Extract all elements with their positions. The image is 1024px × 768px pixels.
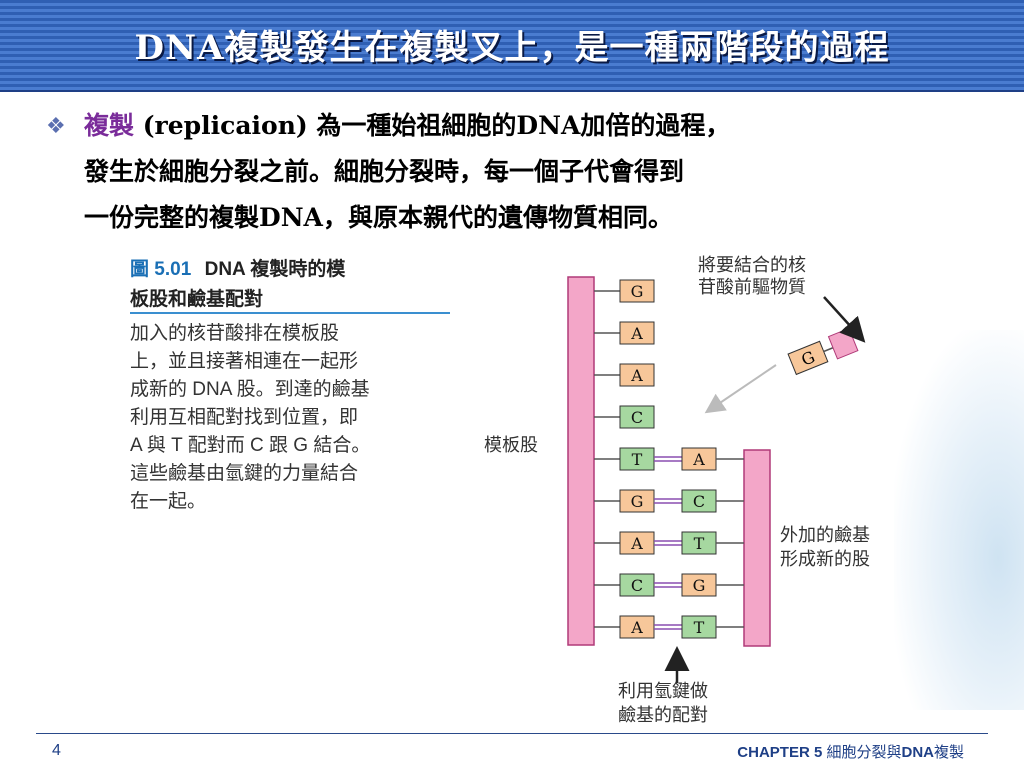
- figure-caption: 加入的核苷酸排在模板股 上，並且接著相連在一起形 成新的 DNA 股。到達的鹼基…: [130, 320, 460, 516]
- chapter-footer: CHAPTER 5 細胞分裂與DNA複製: [737, 744, 964, 761]
- incoming-direction-arrow: [704, 364, 777, 414]
- caption-line: 利用互相配對找到位置，即: [130, 407, 359, 428]
- bullet-line-2: 發生於細胞分裂之前。細胞分裂時，每一個子代會得到: [84, 157, 685, 186]
- caption-line: 在一起。: [130, 491, 207, 512]
- template-base-box: [619, 447, 655, 471]
- term-replication: 複製: [84, 111, 135, 140]
- slide-title: DNA複製發生在複製叉上，是一種兩階段的過程: [134, 28, 890, 68]
- template-strand: [567, 276, 595, 646]
- label-pointer-arrow: [823, 296, 866, 343]
- page-number: 4: [52, 742, 61, 759]
- template-base-box: [619, 615, 655, 639]
- template-base-box: [619, 573, 655, 597]
- template-base-letter: A: [630, 366, 643, 385]
- new-base-letter: T: [694, 534, 705, 553]
- template-base-box: [619, 363, 655, 387]
- new-base-letter: G: [693, 576, 706, 595]
- new-base-letter: C: [693, 492, 705, 511]
- template-base-letter: C: [631, 576, 643, 595]
- title-bar: DNA複製發生在複製叉上，是一種兩階段的過程: [0, 0, 1024, 92]
- caption-line: 加入的核苷酸排在模板股: [130, 323, 340, 344]
- template-base-letter: A: [630, 534, 643, 553]
- label-hbond-line1: 利用氫鍵做: [618, 681, 708, 701]
- figure-number: 圖 5.01: [130, 259, 192, 280]
- template-base-letter: A: [630, 618, 643, 637]
- new-strand: [743, 449, 771, 647]
- figure-rule: [130, 312, 450, 314]
- template-base-letter: C: [631, 408, 643, 427]
- caption-line: 上，並且接著相連在一起形: [130, 351, 359, 372]
- label-template-strand: 模板股: [484, 435, 538, 455]
- template-base-letter: A: [630, 324, 643, 343]
- label-hbond-line2: 鹼基的配對: [618, 705, 708, 725]
- new-base-letter: T: [694, 618, 705, 637]
- caption-line: A 與 T 配對而 C 跟 G 結合。: [130, 435, 371, 456]
- incoming-sugar-box: [827, 327, 859, 360]
- figure-title-line1: DNA 複製時的模: [204, 259, 346, 280]
- figure-title-line2: 板股和鹼基配對: [130, 289, 264, 310]
- diamond-bullet-icon: ❖: [46, 114, 66, 139]
- incoming-connector: [823, 347, 834, 353]
- template-base-letter: G: [631, 282, 644, 301]
- template-base-letter: T: [632, 450, 643, 469]
- footer-rule: [36, 733, 988, 734]
- bullet-line-1: 複製 (replicaion) 為一種始祖細胞的DNA加倍的過程，: [84, 111, 731, 140]
- label-incoming-line1: 將要結合的核: [698, 255, 806, 275]
- template-base-box: [619, 531, 655, 555]
- background-decoration: [894, 330, 1024, 710]
- label-incoming-line2: 苷酸前驅物質: [698, 277, 806, 297]
- template-base-box: [619, 321, 655, 345]
- caption-line: 成新的 DNA 股。到達的鹼基: [130, 379, 370, 400]
- new-base-letter: A: [692, 450, 705, 469]
- template-base-box: [619, 489, 655, 513]
- bullet-line-3: 一份完整的複製DNA，與原本親代的遺傳物質相同。: [84, 203, 673, 232]
- template-base-box: [619, 279, 655, 303]
- incoming-nucleotide: G: [787, 327, 859, 376]
- template-base-letter: G: [631, 492, 644, 511]
- caption-line: 這些鹼基由氫鍵的力量結合: [130, 463, 359, 484]
- label-new-strand-line1: 外加的鹼基: [780, 525, 870, 545]
- template-base-box: [619, 405, 655, 429]
- label-new-strand-line2: 形成新的股: [780, 549, 870, 569]
- incoming-base-box: [787, 340, 829, 376]
